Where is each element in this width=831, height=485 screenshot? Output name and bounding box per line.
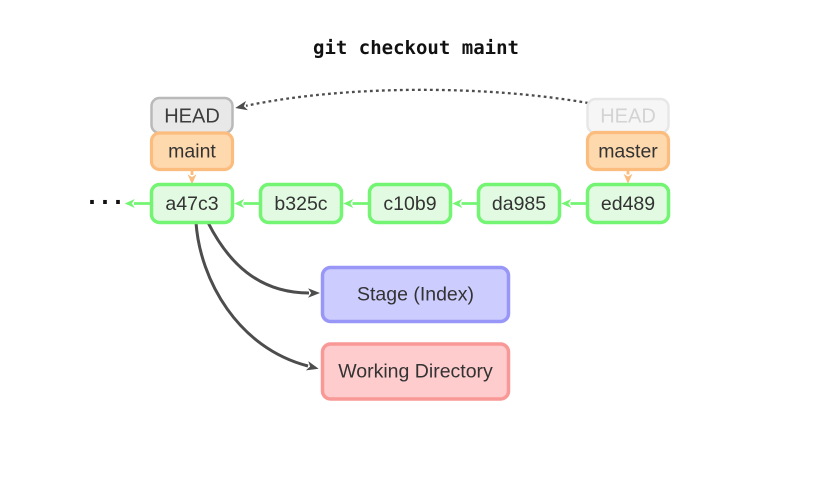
- maint-branch-group: maint: [149, 131, 235, 172]
- head-faded-label: HEAD: [600, 106, 656, 128]
- history-ellipsis: ...: [88, 185, 127, 209]
- master-branch-box: [585, 130, 671, 172]
- diagram-title: git checkout maint: [313, 37, 519, 59]
- commit-box-b325c: [258, 182, 344, 225]
- commit-b325c: b325c: [258, 182, 344, 225]
- master-branch-label: master: [598, 141, 658, 163]
- head-pointer-group: HEAD: [150, 96, 234, 135]
- maint-branch-box: [149, 131, 235, 172]
- head-move-arrow: [235, 88, 589, 111]
- maint-branch-label: maint: [168, 141, 216, 163]
- commit-da985: da985: [476, 182, 562, 225]
- working-directory-box: [320, 342, 511, 401]
- commit-c10b9: c10b9: [367, 182, 453, 225]
- working-directory-area: Working Directory: [320, 342, 511, 401]
- commit-label-da985: da985: [492, 193, 546, 215]
- working-directory-label: Working Directory: [338, 361, 493, 383]
- checkout-to-workdir-arrow: [194, 222, 319, 371]
- commit-box-ed489: [585, 182, 671, 225]
- commit-ed489: ed489: [585, 182, 671, 225]
- commit-label-ed489: ed489: [601, 193, 655, 215]
- head-label: HEAD: [164, 106, 220, 128]
- commit-label-a47c3: a47c3: [165, 193, 218, 215]
- commit-label-b325c: b325c: [274, 193, 327, 215]
- master-branch-group: master: [585, 130, 671, 172]
- stage-label: Stage (Index): [357, 284, 474, 306]
- commit-box-da985: [476, 182, 562, 225]
- commit-box-c10b9: [367, 182, 453, 225]
- stage-box: [320, 265, 511, 324]
- commit-label-c10b9: c10b9: [383, 193, 436, 215]
- head-pointer-previous-group: HEAD: [586, 97, 670, 135]
- commit-box-a47c3: [149, 182, 235, 225]
- commit-a47c3: a47c3: [149, 182, 235, 225]
- checkout-to-stage-arrow: [206, 221, 320, 298]
- stage-area: Stage (Index): [320, 265, 511, 324]
